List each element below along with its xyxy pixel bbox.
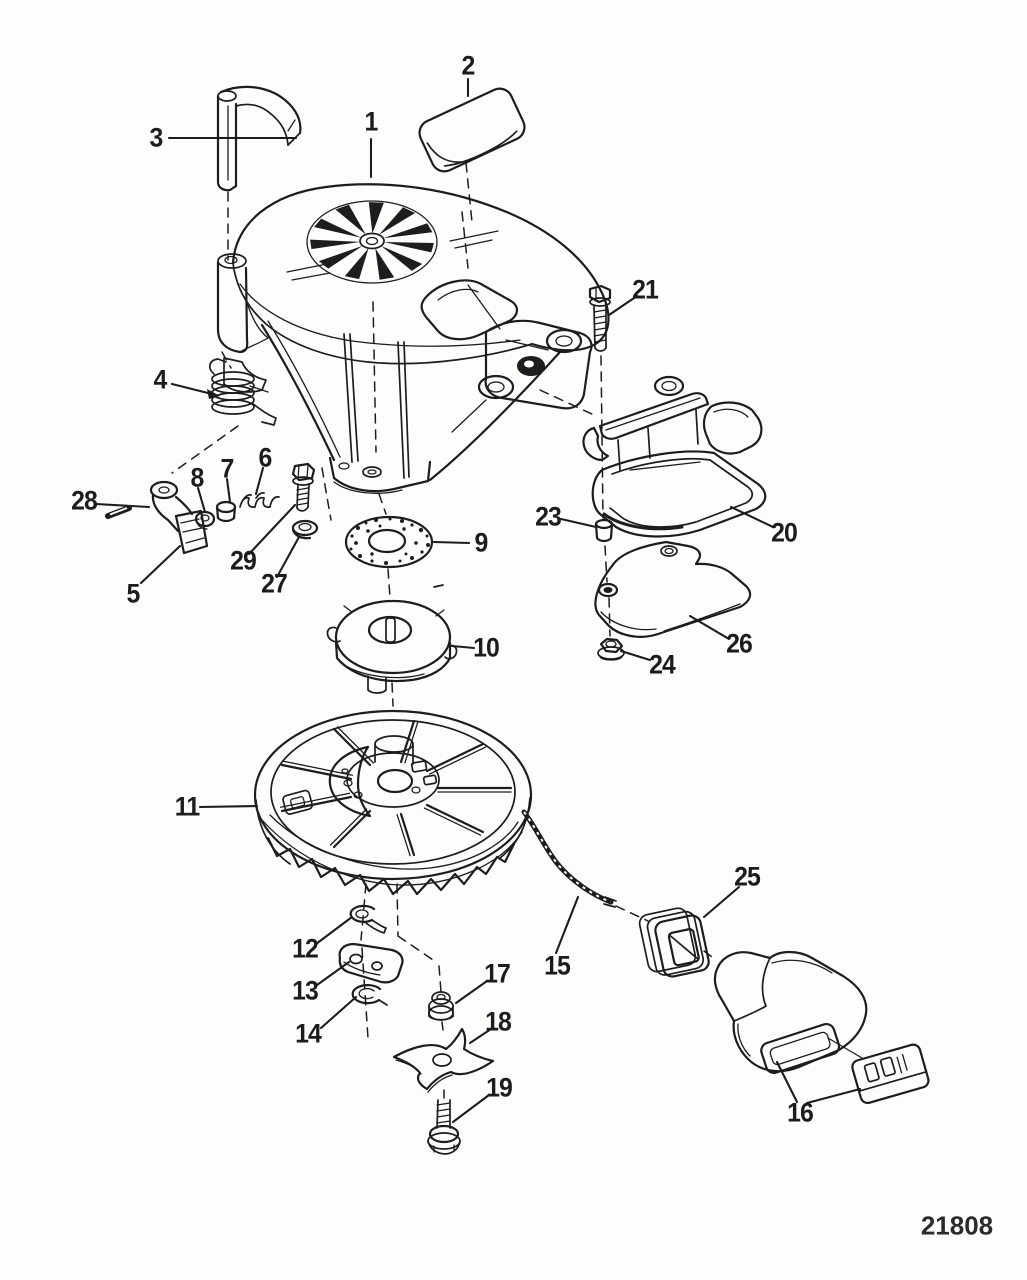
callout-17: 17 <box>484 958 511 989</box>
callout-10: 10 <box>473 632 500 663</box>
part-25-rope-guide-grommet <box>638 907 710 978</box>
part-26-lock-plate <box>594 540 752 638</box>
part-5-lock-lever <box>149 480 209 555</box>
part-6-spring <box>239 492 280 508</box>
part-8-washer <box>194 510 216 530</box>
callout-13: 13 <box>292 975 319 1006</box>
callout-24: 24 <box>649 649 676 680</box>
callout-2: 2 <box>461 50 476 81</box>
callout-6: 6 <box>258 442 273 473</box>
callout-14: 14 <box>295 1018 322 1049</box>
callout-4: 4 <box>153 364 168 395</box>
part-11-rope-sheave <box>253 709 533 896</box>
part-17-spring-bushing <box>428 991 454 1021</box>
callout-1: 1 <box>364 106 379 137</box>
callout-26: 26 <box>726 628 753 659</box>
part-9-friction-washer <box>344 515 434 569</box>
callout-5: 5 <box>126 578 141 609</box>
callout-7: 7 <box>220 453 235 484</box>
callout-28: 28 <box>71 485 98 516</box>
callout-12: 12 <box>292 933 319 964</box>
part-10-ratchet-cam <box>326 599 458 694</box>
part-2-cover-plate <box>418 87 526 173</box>
callout-15: 15 <box>544 950 571 981</box>
drawing-number: 21808 <box>920 1210 994 1241</box>
callout-20: 20 <box>771 517 798 548</box>
part-1-starter-housing <box>216 183 610 494</box>
callout-3: 3 <box>149 122 164 153</box>
part-15-starter-rope <box>521 809 617 908</box>
callout-21: 21 <box>632 274 659 305</box>
callout-19: 19 <box>486 1072 513 1103</box>
callout-11: 11 <box>174 791 200 822</box>
callout-16: 16 <box>787 1097 814 1128</box>
part-19-screw <box>427 1099 461 1155</box>
part-3-handle-post <box>216 85 302 192</box>
callout-25: 25 <box>734 861 761 892</box>
part-12-spring-clip <box>349 904 387 934</box>
part-4-torsion-spring <box>208 358 277 426</box>
part-29-screw <box>291 462 316 512</box>
part-18-star-plate <box>392 1027 495 1093</box>
leader-lines <box>94 77 862 1124</box>
part-27-washer <box>291 519 319 540</box>
callout-27: 27 <box>261 568 288 599</box>
callout-9: 9 <box>474 527 489 558</box>
part-20-mount-bracket <box>582 375 767 538</box>
callout-23: 23 <box>535 501 562 532</box>
part-7-spacer <box>215 500 237 523</box>
part-28-pin <box>105 505 132 519</box>
callout-29: 29 <box>230 545 257 576</box>
callout-18: 18 <box>485 1006 512 1037</box>
part-16-starter-handle <box>713 950 930 1105</box>
part-14-retaining-ring <box>351 984 388 1006</box>
part-21-bolt <box>588 284 612 352</box>
part-24-locknut <box>597 637 625 661</box>
callout-8: 8 <box>190 462 205 493</box>
